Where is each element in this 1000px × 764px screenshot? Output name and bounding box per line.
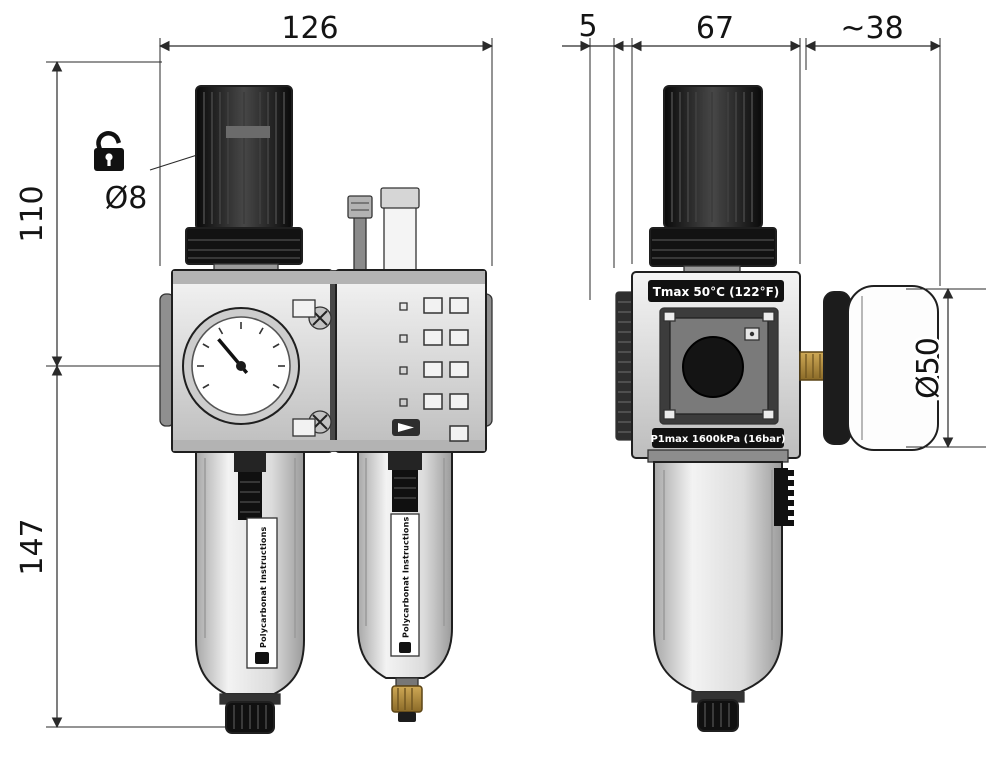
regulator-knob	[185, 85, 303, 274]
bowl-warning-strip: Polycarbonat Instructions	[246, 517, 278, 669]
dimension-lower-height: 147	[15, 364, 228, 729]
plate-corner-screw	[663, 409, 676, 420]
dimension-gauge-depth: ~38	[804, 11, 942, 286]
knob-slot	[226, 126, 270, 138]
plate-corner-screw	[663, 311, 676, 322]
port-diameter-callout: Ø8	[94, 131, 239, 216]
gauge-bezel	[823, 291, 851, 445]
p1max-label: P1max 1600kPa (16bar)	[650, 434, 785, 445]
tmax-label: Tmax 50°C (122°F)	[653, 285, 780, 299]
bowl-label: Polycarbonat Instructions	[259, 526, 268, 648]
gauge-hub	[236, 361, 246, 371]
dimension-label-147: 147	[15, 518, 50, 575]
pressure-gauge	[182, 307, 300, 425]
knob-ribs	[203, 92, 285, 224]
arrow-right-icon	[392, 419, 420, 436]
dimension-body-width: 67	[630, 11, 802, 264]
port-square-top	[292, 299, 316, 318]
knob-ribs	[671, 92, 753, 222]
bowl-rim	[647, 449, 789, 463]
body-side: Tmax 50°C (122°F) P1max 1600kPa (16bar)	[631, 271, 801, 459]
drain-tip	[398, 712, 416, 722]
knob-collar	[649, 227, 777, 267]
lubricator-bowl: Polycarbonat Instructions	[357, 451, 453, 722]
lubricator-tube-cap	[388, 452, 422, 470]
body-front	[159, 269, 493, 453]
pressure-gauge-side	[799, 285, 939, 451]
filter-element-cap	[234, 452, 266, 472]
module-seam	[330, 270, 338, 452]
lubricator-face-ports	[423, 297, 469, 442]
drain-valve-filter	[219, 693, 281, 734]
plate-corner-screw	[762, 311, 775, 322]
drain-valve-side	[691, 691, 745, 732]
filter-bowl-side	[647, 449, 794, 732]
dimension-label-110: 110	[15, 185, 50, 242]
lubricator-fill-plug	[347, 195, 373, 271]
dimension-label-67: 67	[696, 11, 734, 46]
dimension-gauge-diameter: Ø50	[906, 287, 986, 449]
body-bottom-strip	[173, 440, 485, 451]
rear-port	[682, 336, 744, 398]
p1max-band	[652, 428, 784, 448]
gauge-case	[847, 285, 939, 451]
port-square-bottom	[292, 418, 316, 437]
drain-valve-lubricator	[391, 677, 423, 722]
dimension-label-126: 126	[281, 11, 338, 46]
dimension-label-5: 5	[578, 9, 597, 44]
front-view: Polycarbonat Instructions Polycarbonat I…	[159, 85, 493, 734]
bowl-latch	[774, 468, 794, 526]
dimension-front-width: 126	[158, 11, 494, 266]
unlocked-padlock-icon	[94, 131, 124, 171]
body-top-strip	[173, 271, 485, 284]
dimension-bracket-offset: 5	[562, 9, 642, 300]
brand-logo-icon	[399, 642, 411, 653]
filter-element	[238, 472, 262, 520]
tmax-band	[648, 280, 784, 302]
dimension-label-gauge: Ø50	[911, 337, 946, 399]
lubricator-small-ports	[399, 302, 408, 407]
dimension-label-port: Ø8	[105, 181, 148, 216]
side-view: Tmax 50°C (122°F) P1max 1600kPa (16bar)	[615, 85, 986, 732]
plate-corner-screw	[762, 409, 775, 420]
lubricator-tube	[392, 470, 418, 512]
gauge-ticks	[197, 322, 285, 389]
regulator-knob-side	[649, 85, 777, 275]
filter-bowl: Polycarbonat Instructions	[195, 451, 305, 734]
dimension-label-38: ~38	[840, 11, 903, 46]
bowl-label: Polycarbonat Instructions	[402, 516, 411, 638]
brand-logo-icon	[255, 652, 269, 664]
lubricator-sight-dome	[380, 187, 420, 271]
dimension-upper-height: 110	[15, 60, 184, 368]
bowl-warning-strip: Polycarbonat Instructions	[390, 513, 420, 657]
